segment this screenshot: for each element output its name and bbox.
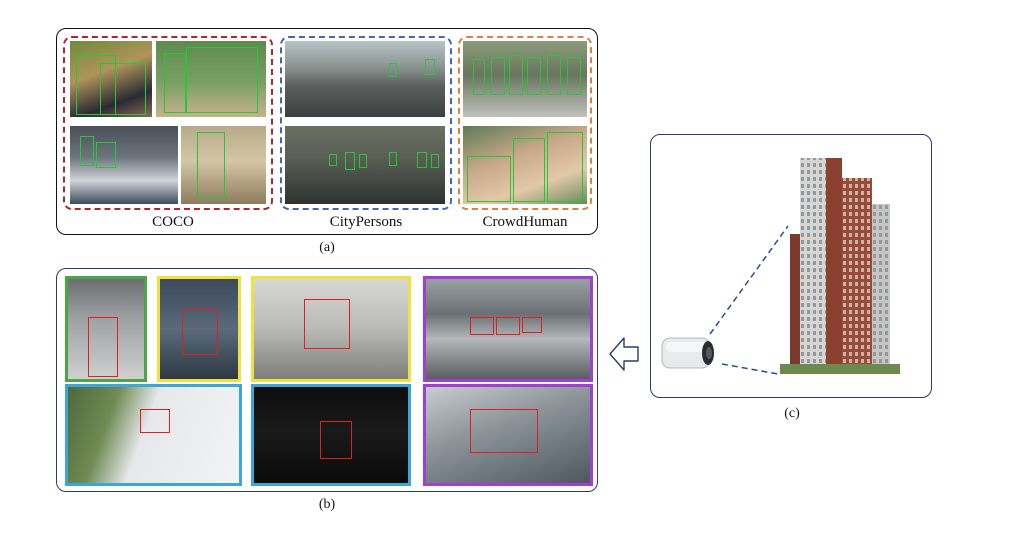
detection-box xyxy=(431,154,439,168)
detection-box xyxy=(513,138,545,202)
target-box xyxy=(496,317,520,335)
crowdhuman-photo-selfie xyxy=(463,126,587,204)
detection-box xyxy=(345,152,355,170)
detection-box xyxy=(164,53,186,113)
view-line-top xyxy=(709,225,789,335)
detection-box xyxy=(425,59,435,75)
detection-box xyxy=(100,63,146,115)
high-rise-building-icon xyxy=(780,158,900,374)
detection-box xyxy=(76,55,116,115)
detection-box xyxy=(547,55,561,95)
citypersons-group xyxy=(280,36,452,210)
panel-a-caption: (a) xyxy=(319,240,335,255)
view-line-bottom xyxy=(721,363,779,375)
tile-window-worker xyxy=(157,276,241,382)
detection-box xyxy=(389,63,397,77)
target-box xyxy=(88,317,118,377)
coco-photo-horse xyxy=(181,126,266,204)
detection-box xyxy=(389,152,397,166)
target-box xyxy=(304,299,350,349)
detection-box xyxy=(197,132,225,198)
target-box xyxy=(140,409,170,433)
tile-tree-building xyxy=(65,384,242,486)
citypersons-photo-street xyxy=(285,41,445,117)
detection-box xyxy=(509,55,523,95)
tile-facade-worker xyxy=(251,276,411,382)
target-box xyxy=(470,409,538,453)
detection-box xyxy=(359,154,367,168)
detection-box xyxy=(491,57,505,95)
detection-box xyxy=(417,152,427,168)
detection-box xyxy=(329,154,337,166)
coco-label: COCO xyxy=(152,214,194,230)
target-box xyxy=(320,421,352,459)
surveillance-camera-icon xyxy=(661,337,714,369)
panel-a-frame xyxy=(56,28,598,235)
panel-c-frame xyxy=(650,134,932,398)
crowdhuman-group xyxy=(458,36,592,210)
detection-box xyxy=(186,47,258,113)
crowdhuman-photo-plaza xyxy=(463,41,587,117)
panel-c-caption: (c) xyxy=(784,406,800,421)
coco-photo-baseball xyxy=(156,41,266,117)
panel-c-illustration xyxy=(661,158,900,375)
detection-box xyxy=(467,156,511,202)
detection-box xyxy=(80,136,94,166)
coco-photo-couple xyxy=(70,41,152,117)
panel-b-frame xyxy=(56,268,598,492)
coco-group xyxy=(63,36,273,210)
tile-window-frame xyxy=(423,384,593,486)
citypersons-label: CityPersons xyxy=(329,214,403,230)
tile-night-window xyxy=(251,384,411,486)
detection-box xyxy=(527,57,541,95)
detection-box xyxy=(473,59,485,95)
detection-box xyxy=(547,132,583,202)
panel-b-caption: (b) xyxy=(318,497,336,512)
crowdhuman-label: CrowdHuman xyxy=(482,214,568,230)
detection-box xyxy=(96,142,116,168)
target-box xyxy=(470,317,494,335)
target-box xyxy=(522,317,542,333)
tile-balcony-climber xyxy=(65,276,147,382)
citypersons-photo-square xyxy=(285,126,445,204)
tile-balcony-row xyxy=(423,276,593,382)
left-arrow-icon xyxy=(609,337,639,371)
coco-photo-boat xyxy=(70,126,178,204)
detection-box xyxy=(567,57,581,95)
target-box xyxy=(182,309,218,355)
